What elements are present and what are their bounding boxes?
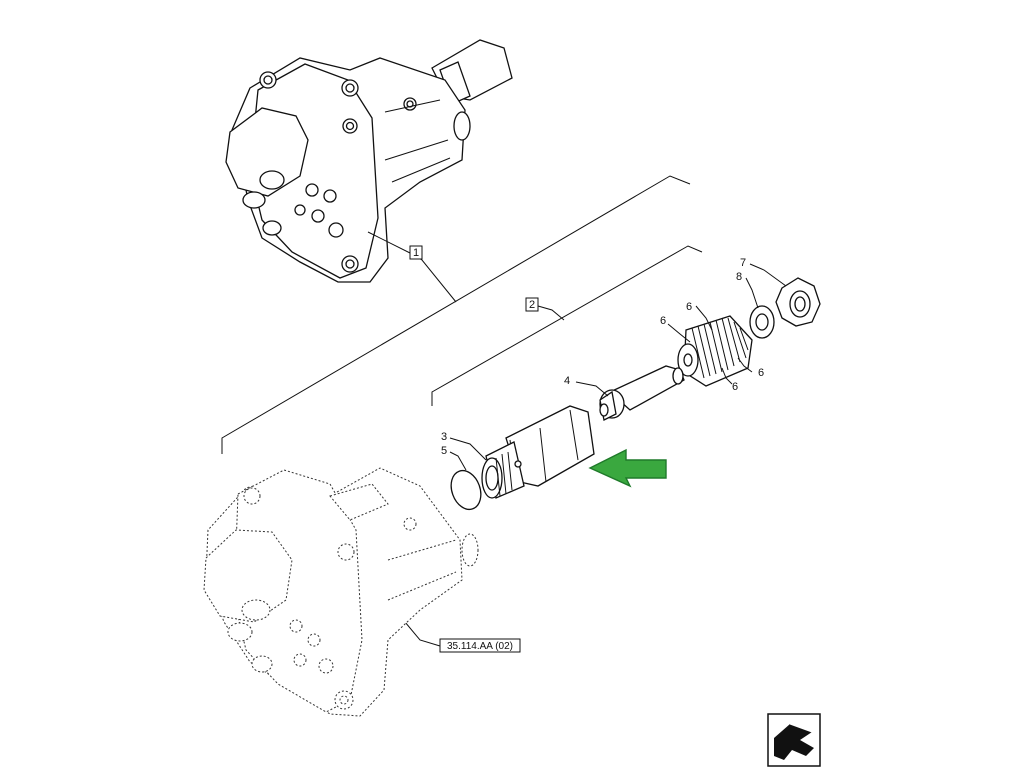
reference-callout: 35.114.AA (02) [439, 638, 521, 653]
label-item-7: 7 [740, 257, 746, 269]
reference-label: 35.114.AA (02) [447, 641, 513, 652]
label-item-5: 5 [441, 445, 447, 457]
label-item-6-a: 6 [660, 315, 666, 327]
part-8-washer [749, 305, 775, 339]
part-4-valve-pin [599, 365, 685, 421]
label-item-4: 4 [564, 375, 570, 387]
label-item-6-c: 6 [758, 367, 764, 379]
label-item-8: 8 [736, 271, 742, 283]
label-item-3: 3 [441, 431, 447, 443]
pump-housing-reference-dotted [203, 467, 479, 717]
callout-bracket-1: 1 [221, 175, 691, 454]
leader-lines [399, 263, 787, 647]
part-6-spring [677, 315, 753, 387]
next-page-arrow-icon[interactable] [767, 713, 821, 767]
part-3-valve-body [481, 405, 595, 499]
callout-bracket-2: 2 [431, 245, 703, 406]
part-5-o-ring [450, 469, 482, 511]
label-item-6-b: 6 [686, 301, 692, 313]
pump-assembly-solid [225, 39, 513, 283]
callout-2-label: 2 [529, 299, 535, 311]
label-item-6-d: 6 [732, 381, 738, 393]
part-7-nut [775, 277, 821, 327]
callout-1-label: 1 [413, 247, 419, 259]
green-arrow-icon [588, 448, 667, 488]
